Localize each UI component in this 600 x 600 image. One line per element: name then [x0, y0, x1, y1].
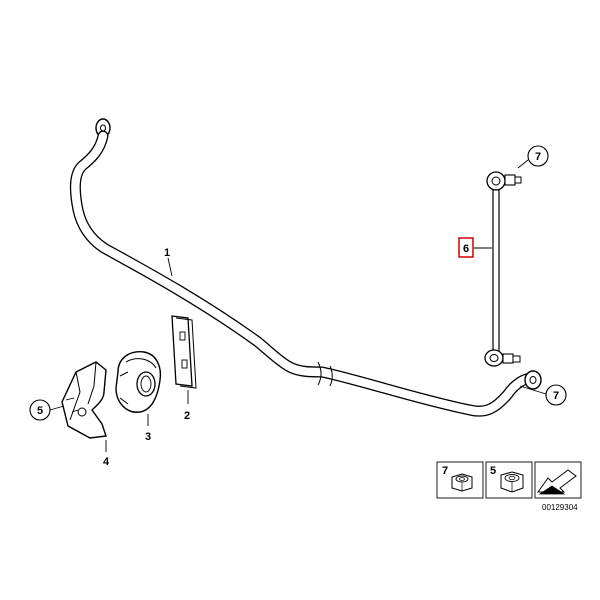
callout-left-nut: 5: [29, 399, 51, 421]
svg-text:7: 7: [535, 151, 541, 163]
nut-b-icon: [500, 471, 524, 493]
link-rod: [484, 171, 522, 367]
svg-text:6: 6: [463, 243, 469, 255]
direction-arrow-icon: [537, 469, 577, 495]
callout-top-nut: 7: [527, 145, 549, 167]
callout-bracket-plate: 2: [184, 410, 190, 422]
leader-lines: [49, 159, 547, 411]
rubber-mount: [115, 351, 162, 426]
svg-text:7: 7: [553, 390, 559, 402]
drawing-code: 00129304: [542, 503, 578, 512]
stabilizer-bar-right-eye: [524, 370, 542, 390]
clamp-bracket: [61, 361, 107, 452]
stabilizer-bar: [69, 118, 542, 417]
link-rod-top-joint: [486, 171, 522, 191]
callout-bottom-nut: 7: [545, 384, 567, 406]
callout-clamp-bracket: 4: [103, 456, 110, 468]
callout-rubber-mount: 3: [145, 431, 151, 443]
callout-stabilizer-bar: 1: [164, 247, 170, 259]
legend-nut-a-number: 7: [442, 465, 448, 477]
legend-nut-b-number: 5: [490, 465, 496, 477]
nut-a-icon: [451, 473, 473, 492]
svg-text:5: 5: [37, 405, 43, 417]
parts-legend: 7 5 00129304: [436, 461, 582, 512]
link-rod-bottom-joint: [484, 349, 521, 367]
bracket-plate: [171, 315, 197, 404]
callout-link-rod: 6: [458, 237, 474, 258]
